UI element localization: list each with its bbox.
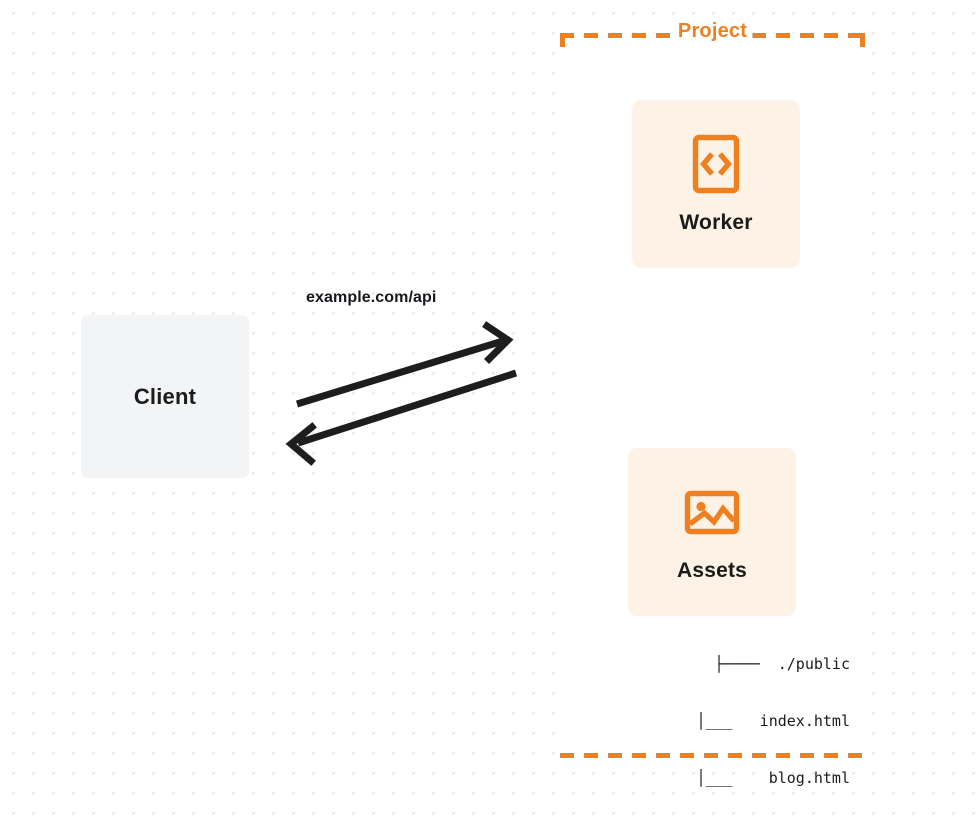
- worker-node[interactable]: Worker: [632, 100, 800, 268]
- assets-node[interactable]: Assets: [628, 448, 796, 616]
- project-border-left: [560, 33, 565, 758]
- file-tree-row: ├──── ./public: [714, 655, 850, 673]
- file-tree-row: │___ index.html: [678, 712, 850, 730]
- response-arrow-head: [285, 422, 317, 466]
- client-label: Client: [133, 383, 197, 409]
- worker-label: Worker: [679, 211, 753, 234]
- request-arrow-line: [295, 337, 505, 408]
- project-title: Project: [672, 20, 753, 43]
- image-icon: [684, 490, 740, 535]
- assets-file-tree: ├──── ./public │___ index.html │___ blog…: [610, 617, 850, 818]
- assets-label: Assets: [676, 559, 748, 582]
- project-container: Project Worker Assets ├──── ./public │__…: [560, 20, 865, 787]
- code-brackets-icon: [692, 134, 740, 194]
- project-border-right: [860, 33, 865, 758]
- client-node[interactable]: Client: [81, 315, 249, 478]
- project-border-bottom: [560, 753, 865, 758]
- request-arrow-head: [482, 321, 514, 364]
- connection-label: example.com/api: [306, 289, 437, 306]
- file-tree-row: │___ blog.html: [678, 769, 850, 787]
- response-arrow-line: [296, 369, 518, 447]
